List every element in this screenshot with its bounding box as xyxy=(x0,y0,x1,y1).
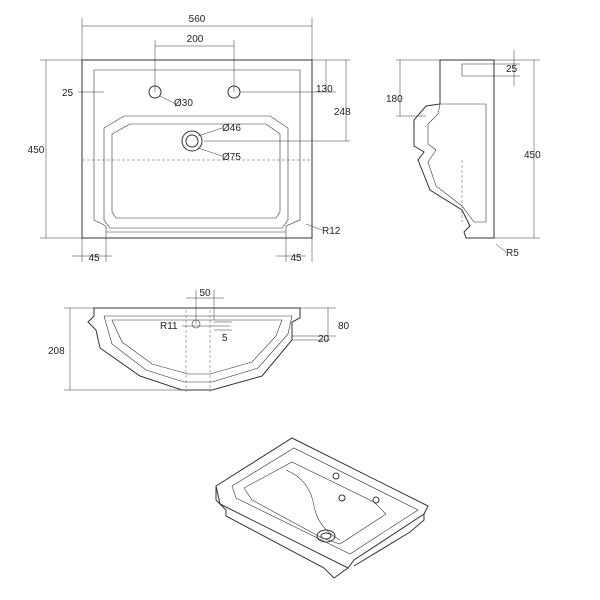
plan-corner-radius-label: R12 xyxy=(322,226,341,237)
plan-rim-inner xyxy=(93,69,301,233)
plan-bowl xyxy=(103,115,289,229)
waste-outer xyxy=(181,130,203,152)
tap-offset-label: 25 xyxy=(62,88,74,99)
tap-hole-diameter-label: Ø30 xyxy=(174,98,193,109)
section-tap-offset-label: 50 xyxy=(199,288,211,299)
section-view: 208 50 R11 5 80 20 xyxy=(48,288,350,392)
side-radius-label: R5 xyxy=(506,248,519,259)
iso-outer-top xyxy=(215,437,429,569)
section-rim-height-label: 80 xyxy=(338,321,350,332)
waste-to-edge-label: 248 xyxy=(334,107,351,118)
side-depth-label: 450 xyxy=(524,150,541,161)
side-overflow-offset-label: 25 xyxy=(506,64,518,75)
plan-depth-label: 450 xyxy=(28,145,45,156)
chamfer-left-label: 45 xyxy=(88,253,100,264)
section-radius-label: R11 xyxy=(160,321,178,332)
plan-width-label: 560 xyxy=(189,14,206,25)
side-overflow-height-label: 180 xyxy=(386,94,403,105)
isometric-view xyxy=(215,437,429,579)
waste-inner xyxy=(185,134,199,148)
side-overflow xyxy=(461,63,495,77)
iso-tap-hole-1 xyxy=(332,472,340,480)
iso-bowl xyxy=(243,461,387,545)
side-inner-bowl xyxy=(427,103,487,223)
plan-outline xyxy=(81,59,313,239)
section-ledge-label: 20 xyxy=(318,334,330,345)
plan-view: 560 200 25 450 Ø30 Ø46 Ø75 130 248 R1 xyxy=(28,14,351,264)
tap-spacing-label: 200 xyxy=(187,34,204,45)
iso-outer-sides xyxy=(215,486,425,579)
waste-diameter-label: Ø46 xyxy=(222,123,241,134)
tap-to-edge-label: 130 xyxy=(316,84,333,95)
iso-waste-inner xyxy=(320,532,332,540)
chamfer-right-label: 45 xyxy=(290,253,302,264)
section-bowl xyxy=(103,315,293,383)
side-outline xyxy=(413,59,495,239)
iso-tap-hole-3 xyxy=(372,496,380,504)
section-outline xyxy=(87,307,301,391)
iso-waste-outer xyxy=(316,529,336,543)
waste-outer-diameter-label: Ø75 xyxy=(222,152,241,163)
section-height-label: 208 xyxy=(48,346,65,357)
section-overflow-label: 5 xyxy=(222,333,228,344)
side-view: 450 180 25 R5 xyxy=(386,50,541,259)
section-bowl-inner xyxy=(111,319,283,375)
iso-bowl-curve xyxy=(285,469,341,541)
iso-tap-hole-2 xyxy=(338,494,346,502)
iso-rim-inner xyxy=(231,447,419,555)
plan-bowl-inner xyxy=(111,123,281,219)
